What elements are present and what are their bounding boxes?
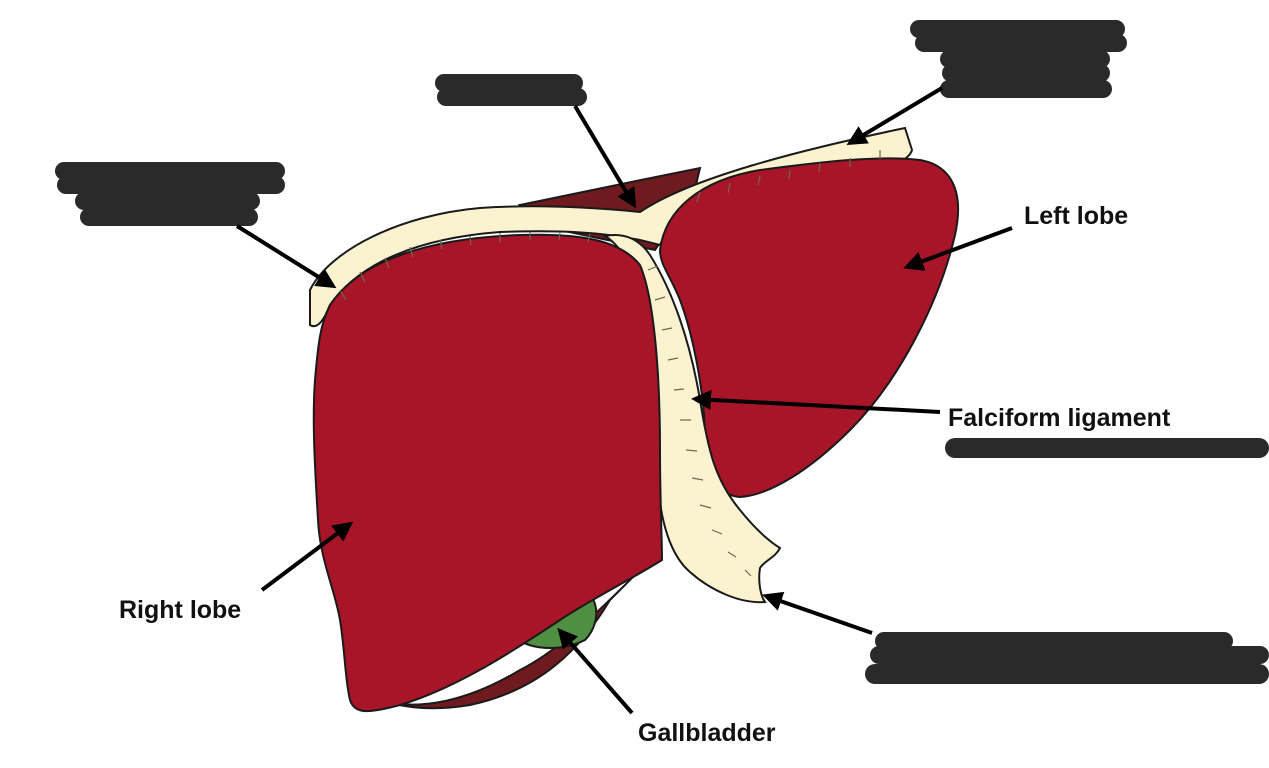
label-falciform-ligament: Falciform ligament	[948, 404, 1171, 432]
arrow-gallbladder	[557, 627, 634, 715]
left-lobe	[658, 157, 960, 499]
arrow-right-lobe	[260, 521, 354, 592]
redacted-label-right-middle	[945, 438, 1269, 458]
arrow-left-lobe	[903, 226, 1013, 271]
arrow-left	[235, 224, 337, 289]
ligament-texture	[339, 150, 881, 577]
right-lobe	[312, 233, 664, 713]
redacted-label-top-center	[435, 74, 587, 106]
redacted-label-bottom-right	[865, 632, 1269, 684]
arrow-top-right	[846, 86, 944, 146]
arrow-round-ligament	[762, 591, 873, 635]
label-left-lobe: Left lobe	[1024, 202, 1128, 230]
arrow-falciform	[691, 389, 941, 414]
label-right-lobe: Right lobe	[119, 596, 241, 624]
label-gallbladder: Gallbladder	[638, 719, 776, 747]
arrow-top-center	[573, 104, 637, 209]
redacted-label-left	[55, 162, 285, 226]
redacted-label-top-right	[910, 20, 1127, 98]
